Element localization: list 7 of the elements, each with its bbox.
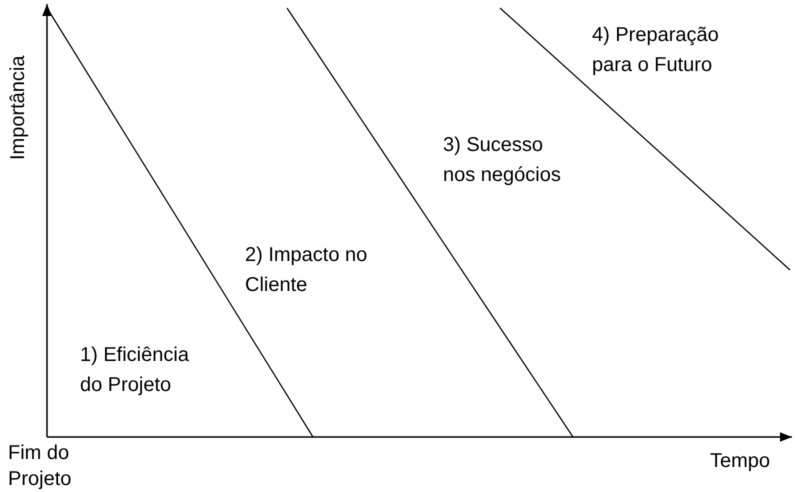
region-label: 2) Impacto no Cliente — [245, 243, 368, 298]
axis-label: Tempo — [710, 449, 772, 474]
region-label: 1) Eficiência do Projeto — [80, 343, 190, 398]
region-label: 3) Sucesso nos negócios — [443, 133, 562, 188]
region-label: 4) Preparação para o Futuro — [592, 23, 720, 78]
axis-label: Importância — [6, 56, 30, 160]
axis-label: Fim do Projeto — [8, 441, 72, 492]
